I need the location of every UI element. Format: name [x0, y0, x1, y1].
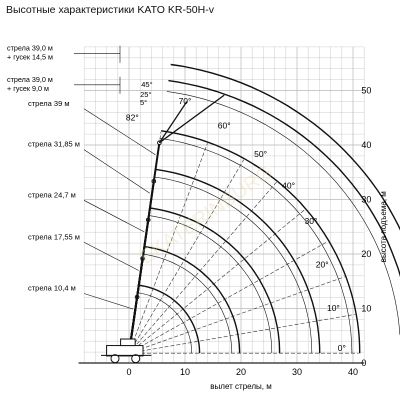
jib-arc-9: [168, 79, 400, 278]
boom-arc: [138, 284, 201, 354]
jib-offset-label: 5°: [140, 98, 147, 107]
boom-line: [128, 142, 161, 354]
boom-leader: [83, 242, 139, 271]
angle-label: 60°: [218, 121, 231, 131]
boom-arc-inner: [154, 176, 313, 354]
boom-arc: [160, 130, 361, 354]
boom-label: стрела 24,7 м: [28, 190, 76, 199]
boom-leader: [83, 200, 145, 233]
boom-arc-inner: [143, 253, 233, 354]
boom-leader: [83, 149, 150, 194]
angle-ray: [128, 159, 245, 354]
x-tick-label: 20: [236, 367, 246, 377]
boom-arc-inner: [159, 138, 353, 354]
y-tick-label: 30: [361, 195, 371, 205]
crane-carrier: [106, 345, 144, 357]
jib-label: стрела 39,0 м: [7, 75, 53, 84]
angle-label: 70°: [179, 96, 192, 106]
boom-arc-inner: [148, 215, 273, 354]
angle-ray: [128, 143, 208, 354]
angle-label: 10°: [327, 303, 340, 313]
boom-label: стрела 10,4 м: [28, 284, 76, 293]
jib-line: [158, 101, 188, 144]
angle-label: 50°: [254, 149, 267, 159]
y-tick-label: 40: [361, 140, 371, 150]
y-tick-label: 0: [361, 358, 366, 368]
angle-ray: [128, 181, 277, 354]
grid: [78, 46, 365, 364]
y-axis-label: высота подъема, м: [379, 191, 388, 262]
boom-leader: [83, 108, 156, 155]
crane-wheel: [131, 354, 141, 364]
jib-offset-label: 45°: [141, 80, 152, 89]
boom-label: стрела 39 м: [28, 99, 70, 108]
chart-title: Высотные характеристики KATO KR-50H-v: [6, 4, 214, 16]
crane-cab: [120, 338, 136, 347]
angle-ray: [128, 241, 328, 354]
angle-label: 40°: [282, 181, 295, 191]
y-tick-label: 20: [361, 249, 371, 259]
y-tick-label: 10: [361, 304, 371, 314]
boom-arc-inner: [137, 292, 192, 354]
jib-offset-label: 25°: [140, 90, 151, 99]
jib-label: стрела 39,0 м: [7, 44, 53, 53]
boom-label: стрела 17,55 м: [28, 232, 80, 241]
height-curves: [137, 63, 400, 354]
jib-label: + гусек 14,5 м: [7, 53, 53, 62]
angle-label: 20°: [316, 260, 329, 270]
angle-label: 0°: [338, 343, 346, 353]
y-tick-label: 50: [361, 86, 371, 96]
boom-arc: [149, 207, 281, 354]
angle-label: 30°: [305, 216, 318, 226]
x-axis-label: вылет стрелы, м: [210, 382, 271, 391]
boom-arc: [155, 168, 321, 354]
angle-ray: [128, 209, 306, 354]
x-tick-label: 30: [292, 367, 302, 377]
angle-ray: [128, 314, 356, 354]
angle-ray: [128, 276, 345, 354]
boom-label: стрела 31,85 м: [28, 140, 80, 149]
jib-arc-inner: [166, 91, 400, 335]
boom-leader: [83, 293, 134, 310]
crane-wheel: [110, 354, 120, 364]
x-tick-label: 0: [126, 367, 131, 377]
x-tick-label: 40: [348, 367, 358, 377]
boom-arc: [144, 245, 241, 354]
angle-label: 82°: [126, 112, 139, 122]
jib-label: + гусек 9,0 м: [7, 84, 49, 93]
crane-silhouette: [101, 94, 225, 364]
jib-line: [159, 94, 225, 144]
x-tick-label: 10: [180, 367, 190, 377]
